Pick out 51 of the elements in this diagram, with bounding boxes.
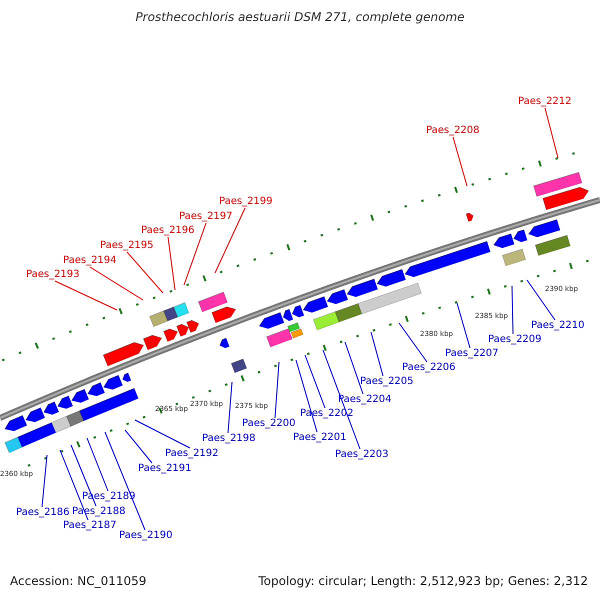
gene-label: Paes_2209 <box>488 334 542 346</box>
leader-line <box>168 236 176 290</box>
leader-line <box>134 420 190 448</box>
leader-line <box>90 266 144 300</box>
gene-label: Paes_2186 <box>16 507 70 519</box>
leader-line <box>214 208 246 274</box>
leader-line <box>322 350 360 450</box>
leader-line <box>456 302 470 348</box>
gene-label: Paes_2200 <box>242 418 296 430</box>
footer-text: Topology: circular; Length: 2,512,923 bp; Genes: 2,312 <box>258 574 588 588</box>
footer-text: Accession: NC_011059 <box>10 574 146 588</box>
leader-line <box>126 252 164 294</box>
leader-line <box>274 362 280 418</box>
gene-label: Paes_2197 <box>179 211 233 223</box>
gene-label: Paes_2210 <box>531 320 585 332</box>
gene-label: Paes_2194 <box>63 255 117 267</box>
leader-line <box>344 342 364 394</box>
leader-line <box>228 382 232 434</box>
leader-line <box>370 332 384 376</box>
title: Prosthecochloris aestuarii DSM 271, complete genome <box>134 10 466 24</box>
leader-line <box>70 444 96 506</box>
leader-line <box>124 430 152 464</box>
gene-label: Paes_2193 <box>26 269 80 281</box>
gene-label: Paes_2198 <box>202 433 256 445</box>
gene-label: Paes_2207 <box>445 348 499 360</box>
leader-line <box>304 354 326 408</box>
gene-label: Paes_2196 <box>141 225 195 237</box>
gene-label: Paes_2201 <box>293 432 347 444</box>
leader-line <box>452 136 468 186</box>
leader-line <box>54 280 118 310</box>
gene-label: Paes_2199 <box>219 196 273 208</box>
gene-label: Paes_2187 <box>63 520 117 532</box>
gene-label: Paes_2206 <box>402 362 456 374</box>
gene-label: Paes_2191 <box>138 463 192 475</box>
leader-line <box>184 222 206 286</box>
leader-line <box>296 360 318 432</box>
gene-label: Paes_2212 <box>518 96 572 108</box>
gene-label: Paes_2192 <box>165 448 219 460</box>
leader-line <box>512 286 514 334</box>
leader-line <box>544 108 558 158</box>
gene-label: Paes_2205 <box>360 376 414 388</box>
gene-label: Paes_2195 <box>100 240 154 252</box>
leader-line <box>104 432 146 530</box>
leader-line <box>42 454 48 508</box>
leader-line <box>60 450 88 520</box>
leader-line <box>86 438 108 492</box>
gene-label: Paes_2190 <box>119 530 173 542</box>
leader-line <box>398 322 428 362</box>
gene-label: Paes_2203 <box>335 449 389 461</box>
leader-line <box>526 280 556 320</box>
gene-label: Paes_2208 <box>426 125 480 137</box>
